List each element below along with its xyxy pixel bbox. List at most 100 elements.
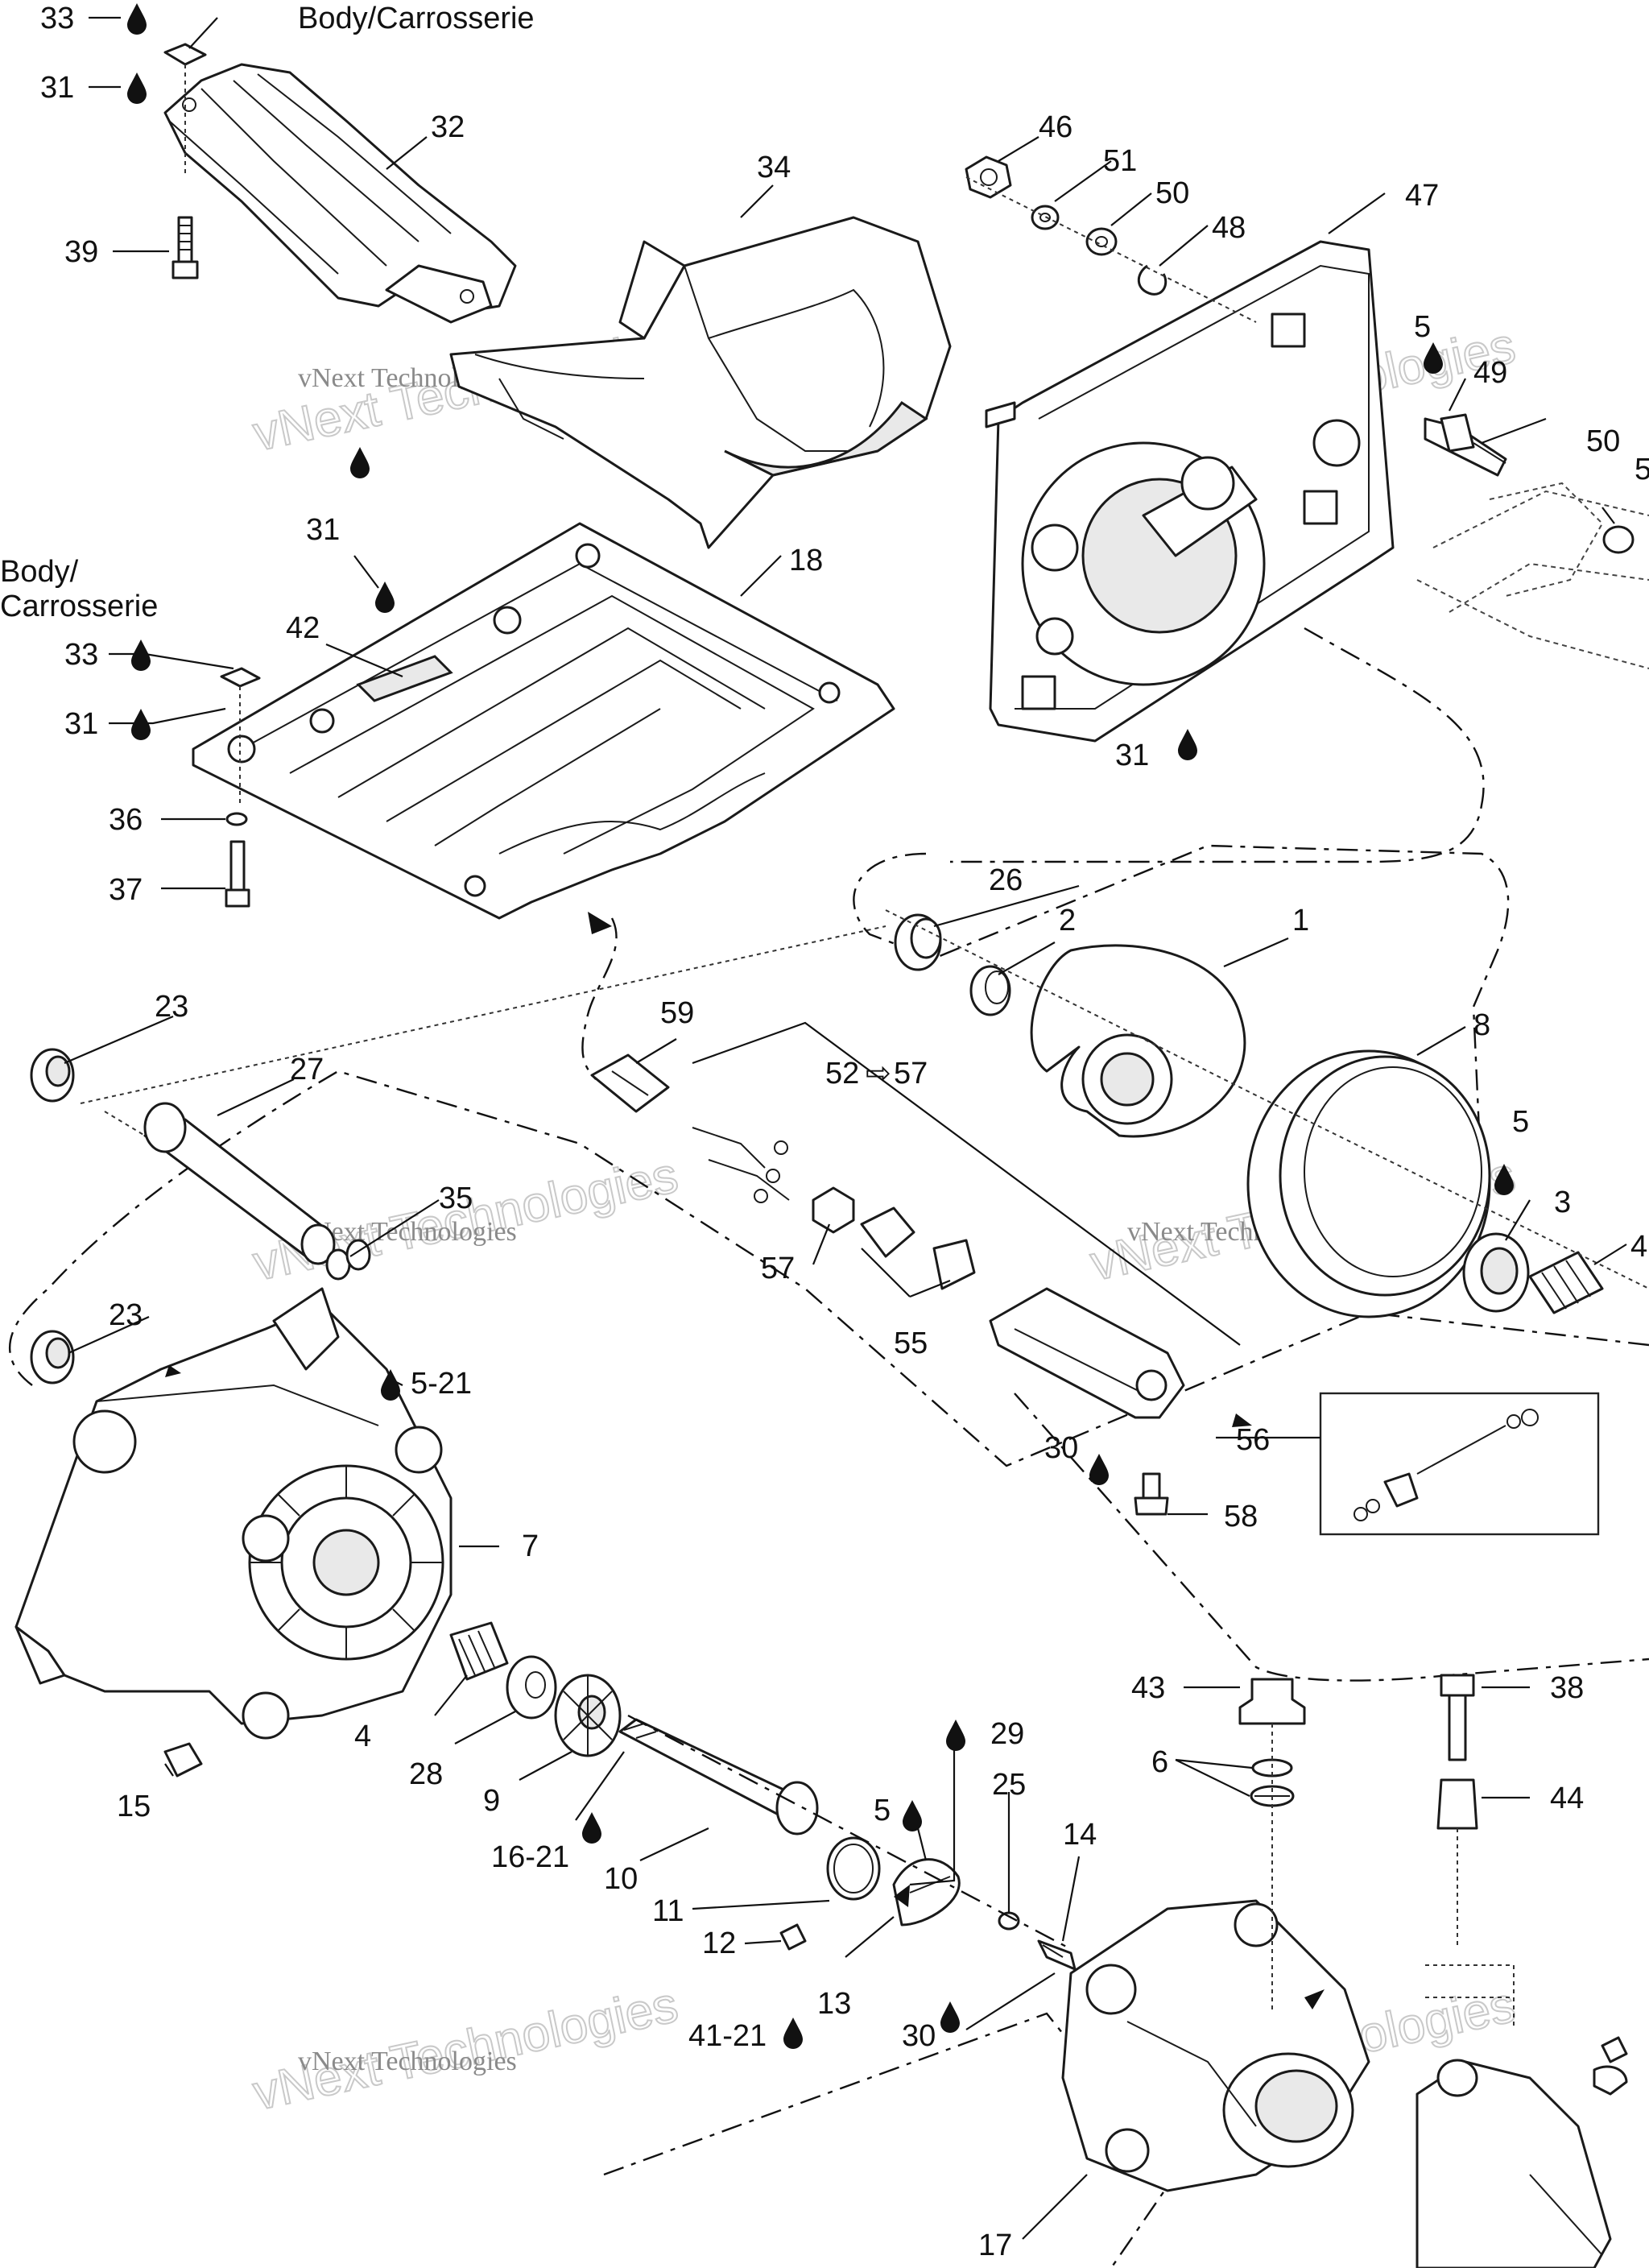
callout-8: 8 — [1473, 1008, 1490, 1042]
part-33-nut-lower — [220, 667, 261, 805]
callout-30: 30 — [902, 2019, 936, 2053]
axis-line — [965, 176, 1257, 323]
callout-31: 31 — [1115, 739, 1149, 772]
part-15-nut — [163, 1742, 203, 1778]
callout-4: 4 — [1630, 1230, 1647, 1264]
callout-31: 31 — [306, 513, 340, 547]
part-49-stud — [1424, 413, 1507, 477]
callout-16-21: 16-21 — [491, 1840, 569, 1874]
part-50-washer-right — [1602, 525, 1635, 554]
part-34-duct — [449, 216, 952, 549]
upper-outline — [950, 627, 1485, 863]
part-3-seal — [1462, 1232, 1530, 1313]
arrow-icon — [588, 912, 612, 934]
callout-56: 56 — [1236, 1423, 1270, 1457]
callout-2: 2 — [1059, 904, 1076, 937]
drop-icon — [375, 581, 395, 613]
part-52-57-assembly — [692, 1021, 1241, 1346]
part-39-bolt — [172, 216, 199, 279]
callout-44: 44 — [1550, 1782, 1584, 1815]
callout-34: 34 — [757, 151, 791, 184]
leader-lines — [64, 16, 1627, 2240]
pump-group-outline — [8, 844, 1649, 1467]
callout-29: 29 — [990, 1717, 1024, 1751]
drop-icon — [127, 72, 147, 104]
drop-icon — [131, 639, 151, 671]
arrow-icons — [165, 912, 1325, 2009]
part-47-housing — [985, 240, 1395, 743]
callout-11: 11 — [652, 1894, 684, 1928]
callout-10: 10 — [604, 1862, 638, 1896]
drop-icon — [783, 2018, 803, 2049]
callout-31: 31 — [64, 707, 98, 741]
callout-18: 18 — [789, 544, 823, 577]
svg-text:⇨: ⇨ — [866, 1057, 891, 1091]
callout-26: 26 — [989, 863, 1023, 897]
part-28-washer — [506, 1655, 557, 1720]
callout-42: 42 — [286, 611, 320, 645]
callout-9: 9 — [483, 1784, 500, 1818]
body-label-left-line2: Carrosserie — [0, 590, 158, 623]
part-23-bushing-lower — [30, 1330, 75, 1384]
callout-52: 52 — [825, 1057, 859, 1091]
callout-14: 14 — [1063, 1818, 1097, 1852]
callout-47: 47 — [1405, 179, 1439, 213]
callout-39: 39 — [64, 235, 98, 269]
part-9-impeller — [554, 1674, 622, 1757]
drop-icon — [131, 709, 151, 740]
part-43-bushing — [1238, 1678, 1306, 1725]
drop-icon — [1089, 1454, 1109, 1485]
callout-48: 48 — [1212, 211, 1246, 245]
callout-33: 33 — [40, 2, 74, 35]
arrow-icon — [1304, 1989, 1325, 2009]
drop-icon — [582, 1812, 601, 1844]
callout-31: 31 — [40, 71, 74, 105]
callout-57: 57 — [894, 1057, 928, 1091]
callout-46: 46 — [1039, 110, 1072, 144]
callout-5: 5 — [1512, 1105, 1529, 1139]
part-14-bolt — [1037, 1939, 1077, 1971]
drop-icon — [1178, 729, 1197, 760]
part-4-bearing-lower — [449, 1621, 509, 1681]
callout-23: 23 — [109, 1298, 143, 1332]
callout-49: 49 — [1473, 356, 1507, 390]
callout-59: 59 — [660, 996, 694, 1030]
callout-50: 50 — [1586, 424, 1620, 458]
callout-13: 13 — [817, 1987, 851, 2021]
part-12-plug — [779, 1923, 807, 1951]
part-37-bolt — [225, 840, 250, 908]
callout-12: 12 — [702, 1927, 736, 1960]
part-42-plate — [356, 655, 453, 702]
callout-50: 50 — [1155, 176, 1189, 210]
arrow-icon — [165, 1365, 181, 1377]
part-2-bushing — [969, 965, 1011, 1016]
callout-7: 7 — [522, 1529, 539, 1563]
part-33-nut-top — [163, 43, 207, 177]
part-32-support — [163, 63, 517, 324]
callout-32: 32 — [431, 110, 465, 144]
callout-5: 5 — [1414, 310, 1431, 344]
part-7-pump-housing — [14, 1287, 453, 1740]
drop-icon — [1424, 342, 1443, 374]
part-18-ride-plate — [192, 522, 895, 920]
callout-23: 23 — [155, 990, 188, 1024]
connector-line — [581, 917, 618, 1080]
part-8-wear-ring — [1246, 1049, 1491, 1318]
part-13-cone — [892, 1858, 961, 1927]
callout-17: 17 — [978, 2229, 1012, 2262]
drop-icon — [127, 3, 147, 35]
part-4-bearing-right — [1528, 1251, 1604, 1314]
arrow-icon — [894, 1885, 910, 1907]
part-48-clip — [1137, 264, 1168, 296]
callout-25: 25 — [992, 1768, 1026, 1802]
callout-30: 30 — [1044, 1431, 1078, 1465]
part-27-shaft — [104, 1102, 336, 1265]
body-ghost-right — [1416, 482, 1649, 669]
callout-3: 3 — [1554, 1186, 1571, 1219]
drop-icons — [127, 3, 1514, 2049]
part-57-nut — [812, 1186, 855, 1234]
part-58-screw — [1134, 1472, 1169, 1516]
part-38-bolt — [1440, 1674, 1475, 1761]
part-50-washer — [1085, 227, 1118, 256]
watermark-small: vNext Technologies — [298, 2047, 517, 2076]
